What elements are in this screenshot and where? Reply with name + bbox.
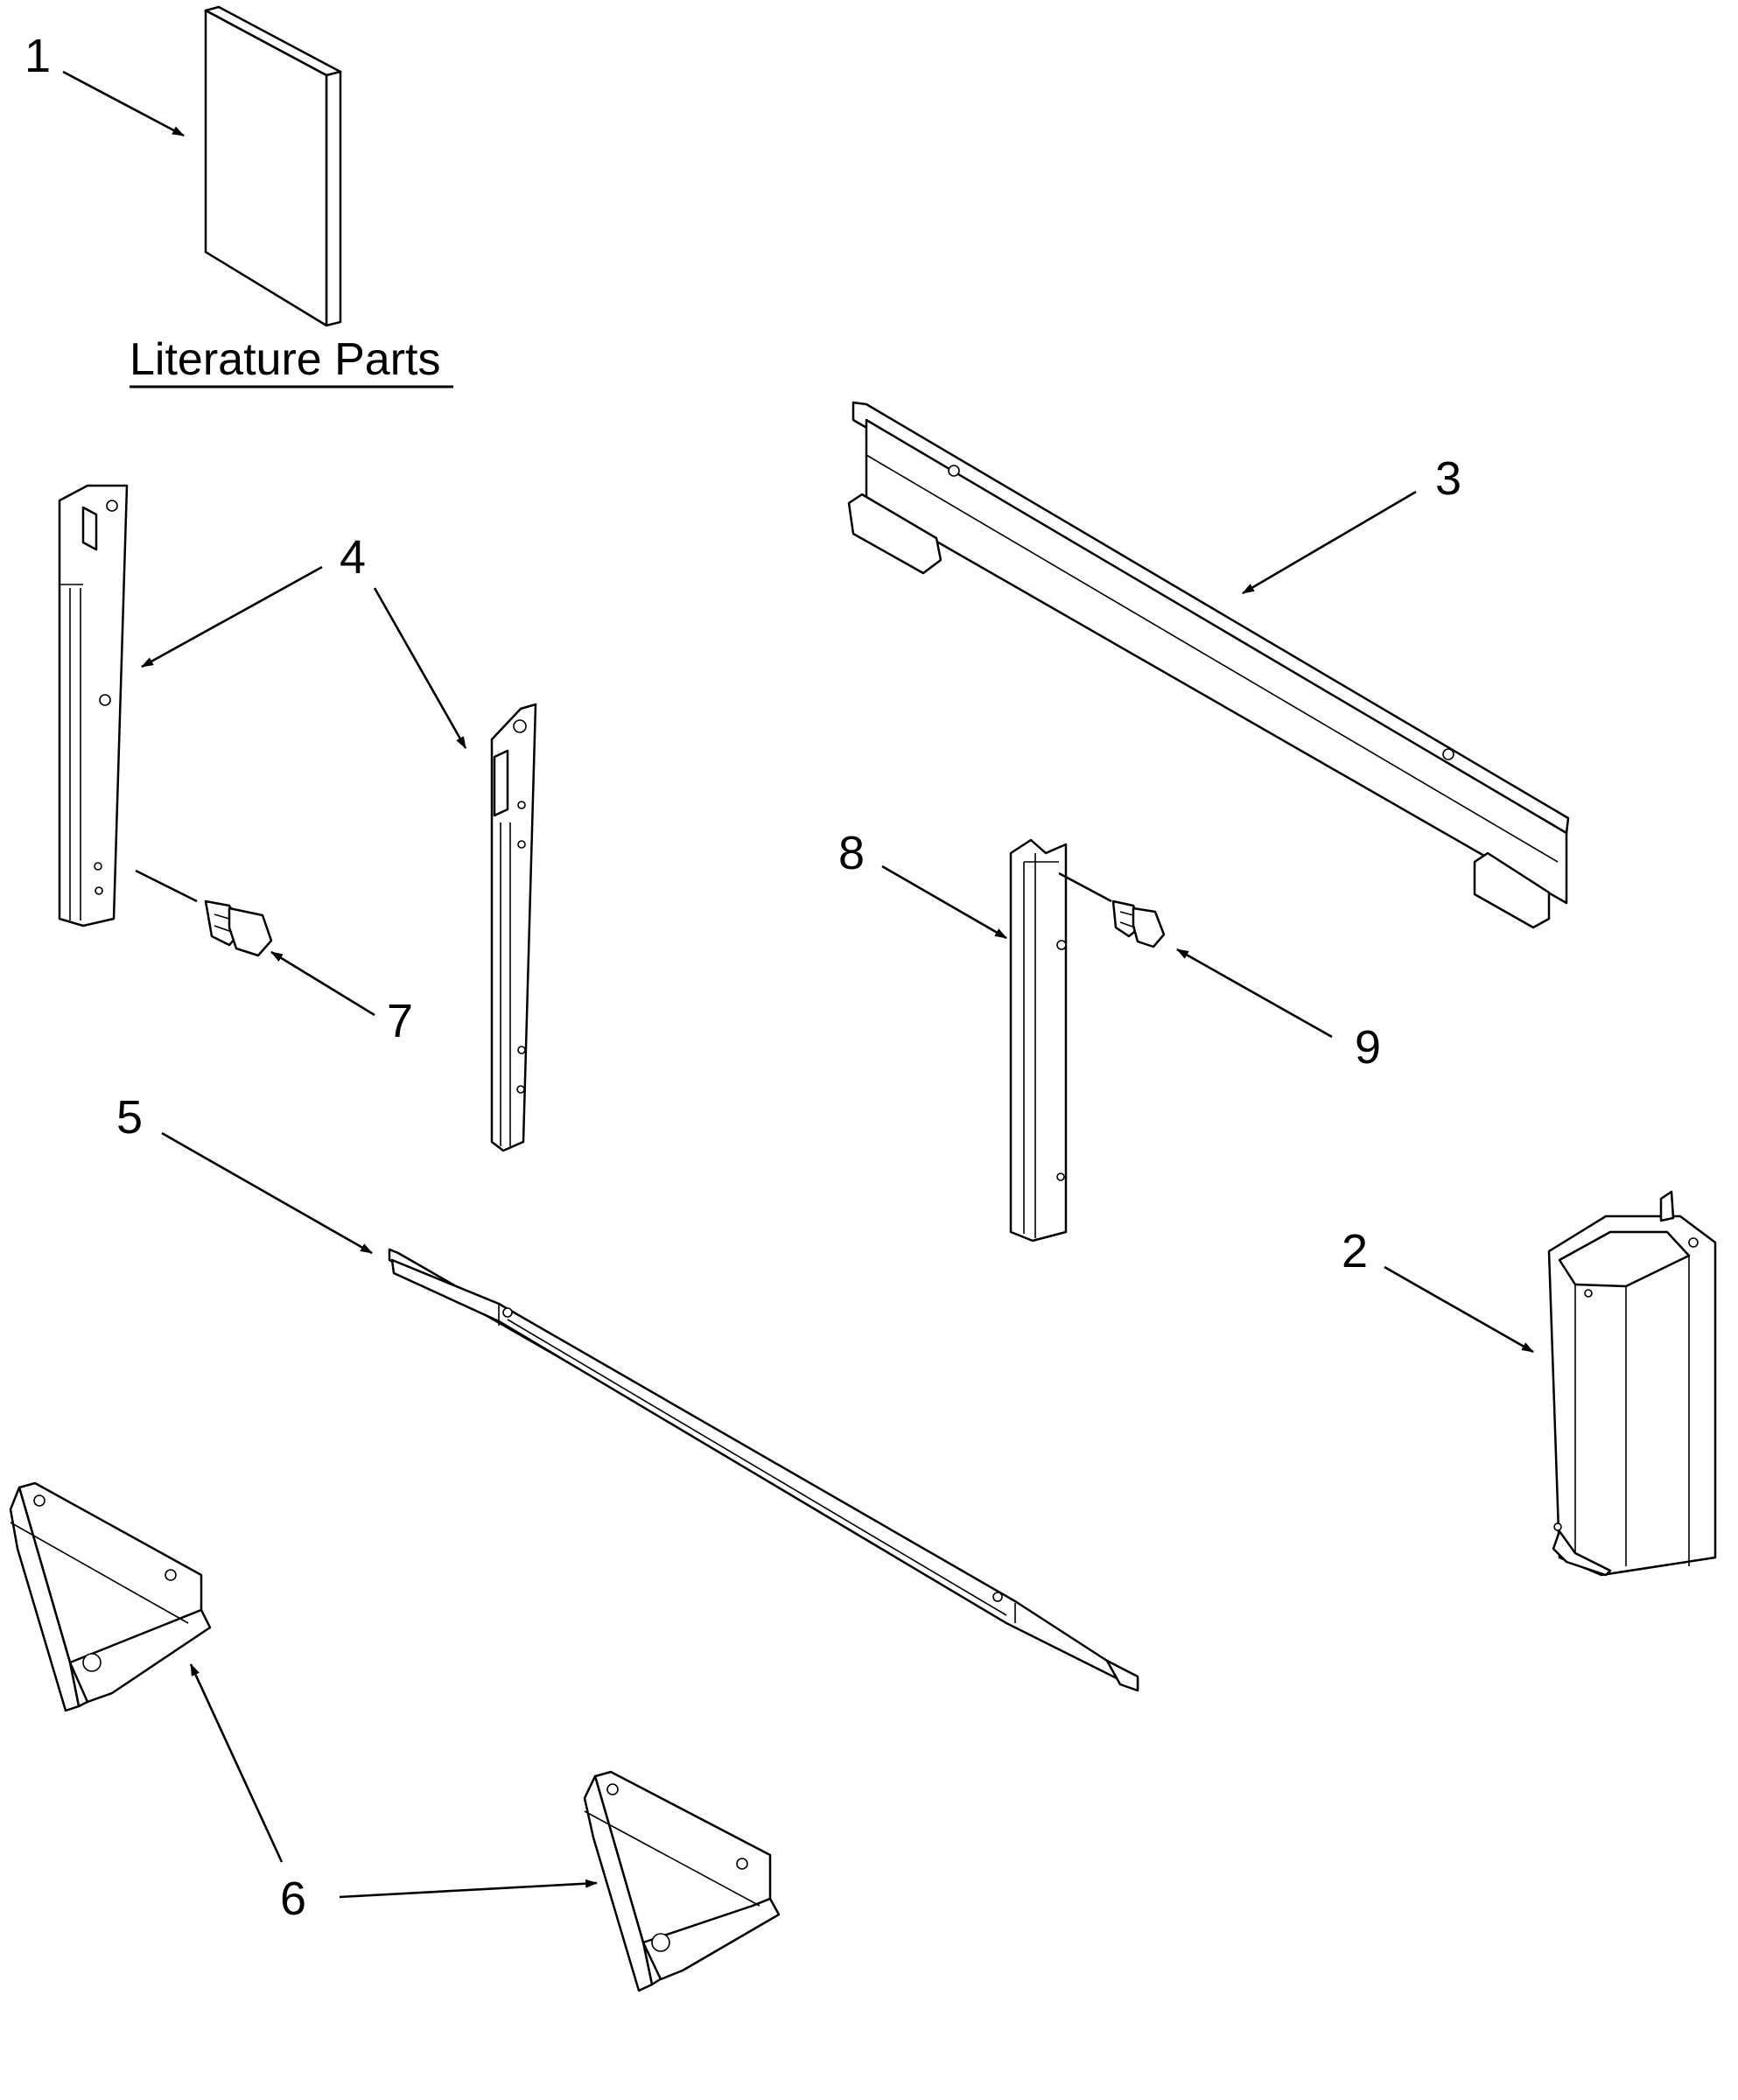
callout-9: 9: [1355, 1021, 1381, 1074]
leader-5: [161, 1131, 373, 1255]
leader-2: [1384, 1265, 1534, 1354]
box-housing: [1547, 1190, 1717, 1577]
leader-4b: [373, 587, 467, 749]
callout-8: 8: [838, 827, 865, 879]
callout-1: 1: [25, 30, 51, 82]
literature-parts-title: Literature Parts: [130, 334, 441, 385]
leader-9: [1176, 948, 1333, 1039]
diagonal-bar: [388, 1248, 1139, 1692]
leader-4a: [141, 565, 323, 668]
leader-6a: [189, 1663, 284, 1863]
literature-parts-heading: Literature Parts: [130, 334, 453, 388]
center-vertical-post: [1009, 838, 1068, 1242]
callout-5: 5: [116, 1091, 143, 1144]
callout-4: 4: [340, 531, 366, 584]
corner-bracket-left: [9, 1481, 212, 1712]
leader-7: [270, 950, 375, 1017]
callout-2: 2: [1342, 1225, 1368, 1278]
leader-6b: [339, 1879, 598, 1899]
top-channel-part: [847, 401, 1570, 929]
leader-3: [1242, 490, 1417, 595]
screw-9: [1058, 872, 1166, 948]
left-vertical-rail-a: [58, 484, 129, 928]
leader-lines: [62, 70, 1534, 1899]
callout-labels: 1 2 3 4 5 6 7 8 9: [25, 30, 1461, 1925]
leader-1: [62, 70, 185, 137]
callout-6: 6: [280, 1872, 306, 1925]
leader-8: [881, 864, 1007, 940]
corner-bracket-right: [583, 1770, 781, 1992]
left-vertical-rail-b: [490, 703, 537, 1152]
literature-book: [204, 5, 342, 327]
screw-7: [135, 869, 273, 957]
callout-3: 3: [1435, 452, 1461, 505]
callout-7: 7: [387, 995, 413, 1047]
